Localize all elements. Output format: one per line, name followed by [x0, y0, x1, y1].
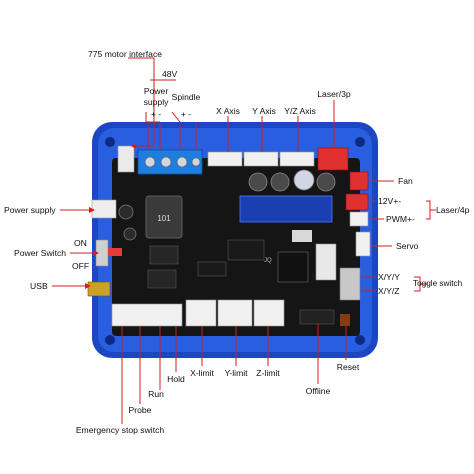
power-switch-led	[108, 248, 122, 256]
label-emergency-stop: Emergency stop switch	[75, 425, 165, 435]
label-usb: USB	[30, 281, 48, 291]
header-strip	[315, 243, 337, 281]
label-servo: Servo	[396, 241, 419, 251]
servo-connector	[355, 231, 371, 257]
offline-header	[299, 309, 335, 325]
screw-hole	[105, 335, 115, 345]
pwm-connector	[349, 211, 369, 227]
label-toggle-switch: Toggle switch	[413, 279, 463, 288]
y-axis-connector	[243, 151, 279, 167]
label-power-switch: Power Switch	[14, 248, 67, 258]
mosfet	[149, 245, 179, 265]
chip-marking: JQ	[264, 258, 272, 264]
label-reset: Reset	[336, 362, 360, 372]
label-spindle-polarity: + -	[180, 109, 192, 119]
x-limit-connector	[185, 299, 217, 327]
label-48v: 48V	[162, 69, 178, 79]
usb-port	[87, 281, 111, 297]
laser4p-12v-connector	[345, 193, 369, 211]
screw-hole	[355, 335, 365, 345]
label-laser4p: Laser/4p	[436, 205, 470, 215]
label-power-supply-left: Power supply	[4, 205, 56, 215]
label-x-axis: X Axis	[216, 106, 240, 116]
label-switch-off: OFF	[72, 261, 90, 271]
label-offline: Offline	[305, 386, 331, 396]
toggle-switch-body	[339, 267, 361, 301]
power-supply-connector	[91, 199, 117, 219]
label-z-limit: Z-limit	[256, 368, 280, 378]
capacitor	[248, 172, 268, 192]
reset-button	[340, 314, 350, 326]
label-power-supply-top-line1: Power	[143, 86, 169, 96]
mosfet	[147, 269, 177, 289]
label-run: Run	[148, 389, 164, 399]
label-12v: 12V+-	[378, 196, 402, 206]
stepper-drivers	[239, 195, 333, 223]
yz-axis-connector	[279, 151, 315, 167]
label-hold: Hold	[167, 374, 185, 384]
driver-chip	[227, 239, 265, 261]
mcu-chip	[277, 251, 309, 283]
label-x-limit: X-limit	[190, 368, 214, 378]
z-limit-connector	[253, 299, 285, 327]
label-xyz: X/Y/Z	[378, 286, 400, 296]
label-xyy: X/Y/Y	[378, 272, 400, 282]
screw-hole	[355, 137, 365, 147]
fan-connector	[349, 171, 369, 191]
label-yz-axis: Y/Z Axis	[284, 106, 316, 116]
label-power-supply-top-line2: supply	[143, 97, 169, 107]
capacitor	[270, 172, 290, 192]
capacitor	[118, 204, 134, 220]
label-power-polarity: + -	[150, 109, 162, 119]
label-fan: Fan	[398, 176, 413, 186]
label-y-axis: Y Axis	[252, 106, 276, 116]
leader-arrows	[85, 143, 136, 289]
motor-connector	[117, 145, 135, 173]
label-pwm: PWM+-	[386, 214, 415, 224]
screw-hole	[105, 137, 115, 147]
inductor-code: 101	[157, 214, 171, 223]
label-y-limit: Y-limit	[224, 368, 248, 378]
laser3p-connector	[317, 147, 349, 171]
label-laser3p: Laser/3p	[317, 89, 351, 99]
inductor	[145, 195, 183, 239]
x-axis-connector	[207, 151, 243, 167]
capacitor	[123, 227, 137, 241]
label-spindle: Spindle	[171, 92, 201, 102]
capacitor	[293, 169, 315, 191]
jumper-block	[292, 230, 312, 242]
capacitor	[316, 172, 336, 192]
label-switch-on: ON	[74, 238, 87, 248]
regulator-chip	[197, 261, 227, 277]
y-limit-connector	[217, 299, 253, 327]
leader-lines	[52, 57, 436, 424]
label-probe: Probe	[128, 405, 152, 415]
button-connectors	[111, 303, 183, 327]
label-775-motor-interface: 775 motor interface	[88, 49, 163, 59]
